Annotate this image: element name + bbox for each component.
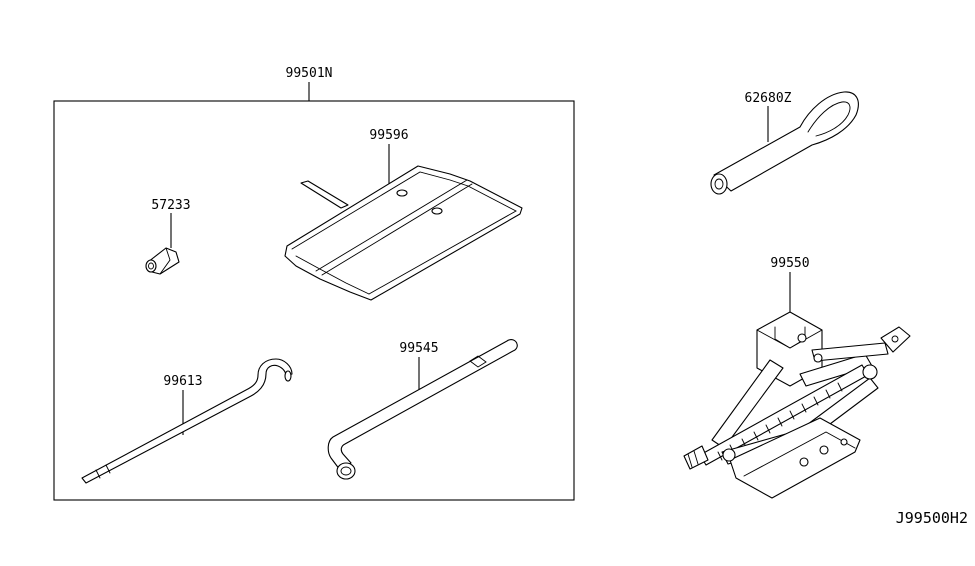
tool-bag: 99596 xyxy=(284,128,523,301)
tow-hook: 62680Z xyxy=(710,91,859,195)
tool-kit-frame xyxy=(53,100,575,501)
scissor-jack: 99550 xyxy=(683,256,911,499)
wheel-wrench: 99545 xyxy=(327,339,518,480)
tool-kit-group: 99501N xyxy=(53,66,575,501)
tool-kit-part-number: 99501N xyxy=(286,66,333,81)
jack-handle-part-number: 99613 xyxy=(163,374,202,389)
tow-hook-part-number: 62680Z xyxy=(745,91,792,106)
scissor-jack-part-number: 99550 xyxy=(770,256,809,271)
jack-handle: 99613 xyxy=(81,358,293,484)
diagram-code: J99500H2 xyxy=(896,509,968,527)
wheel-wrench-part-number: 99545 xyxy=(399,341,438,356)
tool-bag-part-number: 99596 xyxy=(369,128,408,143)
adapter: 57233 xyxy=(145,198,191,275)
adapter-part-number: 57233 xyxy=(151,198,190,213)
